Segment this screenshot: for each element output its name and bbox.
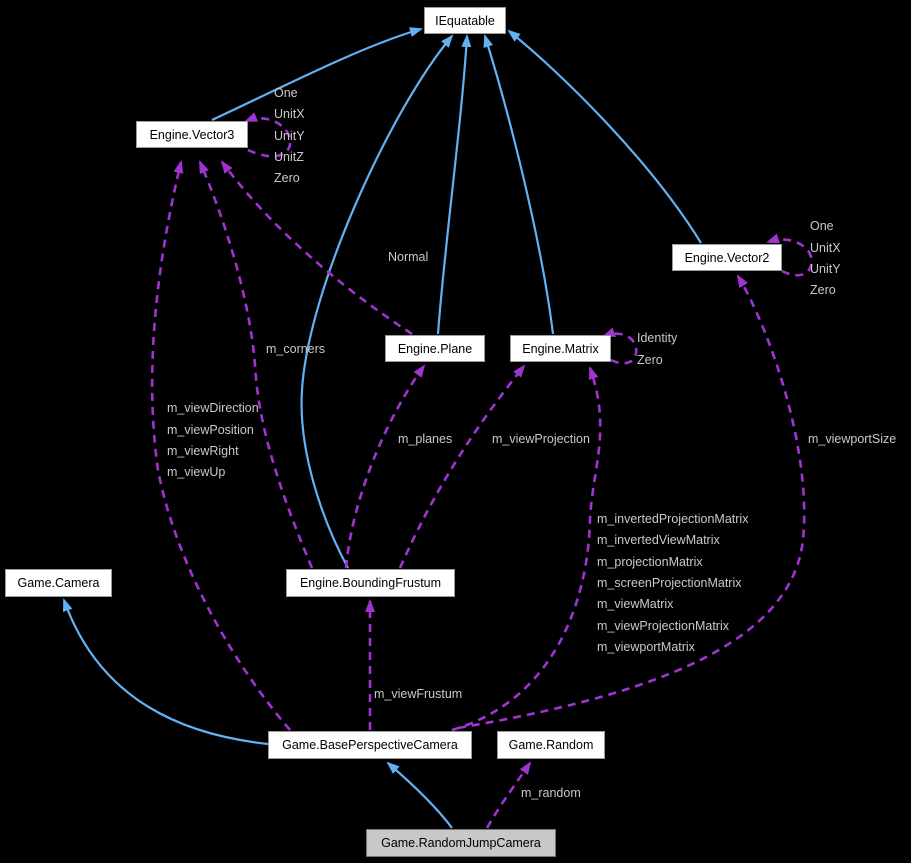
- inheritance-edge-plane-to-iequatable: [436, 34, 472, 335]
- edge-label-m-planes: m_planes: [398, 432, 453, 446]
- edge-label-vector3-zero: Zero: [274, 171, 300, 185]
- edge-label-m-viewportsize: m_viewportSize: [808, 432, 897, 446]
- edge-label-m-viewprojection: m_viewProjection: [492, 432, 590, 446]
- usage-edge-boundingfrustum-to-plane-planes: [344, 364, 426, 569]
- edge-label-vector2-one: One: [810, 219, 834, 233]
- edge-label-m-viewposition: m_viewPosition: [167, 423, 254, 437]
- inheritance-edge-vector3-to-iequatable: [211, 27, 423, 121]
- edge-label-m-projectionmatrix: m_projectionMatrix: [597, 555, 703, 569]
- usage-edge-baseperspectivecamera-to-vector2-viewportsize: [457, 274, 806, 730]
- edge-label-vector2-zero: Zero: [810, 283, 836, 297]
- edge-label-matrix-zero: Zero: [637, 353, 663, 367]
- usage-edge-baseperspectivecamera-to-vector3: [150, 160, 291, 731]
- usage-edge-boundingfrustum-to-vector3-corners: [198, 160, 314, 569]
- node-game-random[interactable]: Game.Random: [497, 731, 605, 759]
- edge-label-m-invertedviewmatrix: m_invertedViewMatrix: [597, 533, 720, 547]
- usage-edge-matrix-self-loop: [602, 327, 638, 365]
- usage-edge-vector3-self-loop: [244, 112, 292, 158]
- edge-label-m-corners: m_corners: [266, 342, 326, 356]
- edge-label-matrix-identity: Identity: [637, 331, 678, 345]
- usage-edge-boundingfrustum-to-matrix-viewprojection: [398, 364, 526, 569]
- edge-label-m-viewportmatrix: m_viewportMatrix: [597, 640, 695, 654]
- usage-edge-baseperspectivecamera-to-matrix: [451, 366, 602, 732]
- edge-label-m-viewdirection: m_viewDirection: [167, 401, 259, 415]
- node-engine-matrix[interactable]: Engine.Matrix: [510, 335, 611, 362]
- inheritance-edge-randomjumpcamera-to-baseperspectivecamera: [386, 761, 453, 829]
- edge-label-vector3-unitx: UnitX: [274, 107, 305, 121]
- edge-label-vector3-unity: UnitY: [274, 129, 305, 143]
- usage-edge-randomjumpcamera-to-random: [485, 761, 532, 829]
- inheritance-edge-boundingfrustum-to-iequatable: [300, 34, 454, 569]
- usage-edge-vector2-self-loop: [766, 233, 813, 277]
- edge-label-vector3-unitz: UnitZ: [274, 150, 304, 164]
- node-game-randomjumpcamera[interactable]: Game.RandomJumpCamera: [366, 829, 556, 857]
- edge-label-vector3-one: One: [274, 86, 298, 100]
- node-game-baseperspectivecamera[interactable]: Game.BasePerspectiveCamera: [268, 731, 472, 759]
- inheritance-edge-matrix-to-iequatable: [483, 34, 555, 335]
- edge-label-m-viewmatrix: m_viewMatrix: [597, 597, 674, 611]
- usage-edge-plane-to-vector3-normal: [220, 160, 413, 336]
- edge-label-vector2-unity: UnitY: [810, 262, 841, 276]
- node-game-camera[interactable]: Game.Camera: [5, 569, 112, 597]
- edge-label-m-viewright: m_viewRight: [167, 444, 239, 458]
- edge-label-m-invertedprojectionmatrix: m_invertedProjectionMatrix: [597, 512, 749, 526]
- node-iequatable[interactable]: IEquatable: [424, 7, 506, 34]
- node-engine-boundingfrustum[interactable]: Engine.BoundingFrustum: [286, 569, 455, 597]
- node-engine-vector2[interactable]: Engine.Vector2: [672, 244, 782, 271]
- node-engine-plane[interactable]: Engine.Plane: [385, 335, 485, 362]
- edge-label-m-viewprojectionmatrix: m_viewProjectionMatrix: [597, 619, 729, 633]
- edge-label-m-screenprojectionmatrix: m_screenProjectionMatrix: [597, 576, 742, 590]
- inheritance-edge-vector2-to-iequatable: [507, 29, 702, 244]
- edge-label-m-viewup: m_viewUp: [167, 465, 226, 479]
- edge-label-normal: Normal: [388, 250, 429, 264]
- inheritance-edge-baseperspectivecamera-to-camera: [62, 598, 269, 746]
- edge-label-m-viewfrustum: m_viewFrustum: [374, 687, 463, 701]
- edge-label-m-random: m_random: [521, 786, 581, 800]
- node-engine-vector3[interactable]: Engine.Vector3: [136, 121, 248, 148]
- edge-label-vector2-unitx: UnitX: [810, 241, 841, 255]
